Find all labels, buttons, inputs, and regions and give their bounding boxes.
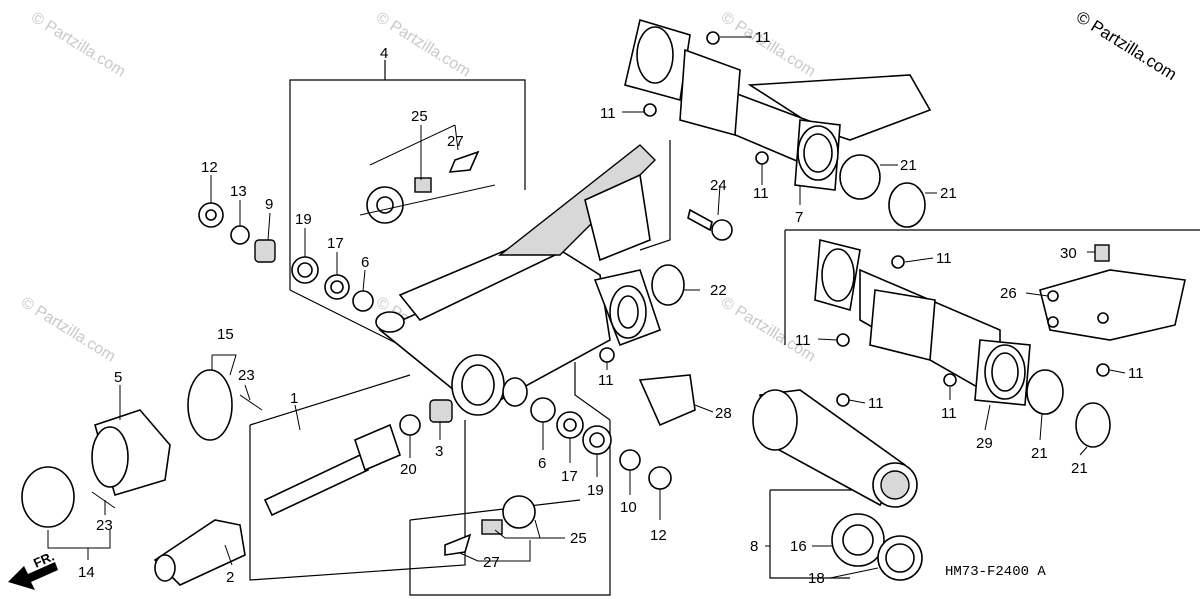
callout-19: 19 [295, 211, 312, 228]
watermark: © Partzilla.com [718, 294, 818, 366]
callout-13: 13 [230, 183, 247, 200]
callout-19: 19 [587, 482, 604, 499]
copyright-text: © Partzilla.com [1073, 7, 1180, 84]
callout-2: 2 [226, 569, 234, 586]
callout-10: 10 [620, 499, 637, 516]
callout-21: 21 [900, 157, 917, 174]
callout-6: 6 [361, 254, 369, 271]
callout-26: 26 [1000, 285, 1017, 302]
callout-14: 14 [78, 564, 95, 581]
callout-20: 20 [400, 461, 417, 478]
callout-18: 18 [808, 570, 825, 587]
callout-5: 5 [114, 369, 122, 386]
axle-housing-lower [814, 238, 1186, 406]
callout-6: 6 [538, 455, 546, 472]
front-arrow-icon: FR. [8, 549, 58, 590]
callout-11: 11 [1128, 365, 1144, 382]
callout-11: 11 [936, 250, 952, 267]
callout-15: 15 [217, 326, 234, 343]
callout-16: 16 [790, 538, 807, 555]
swingarm [375, 144, 662, 416]
watermark: © Partzilla.com [28, 9, 128, 81]
callout-21: 21 [1071, 460, 1088, 477]
callout-11: 11 [753, 185, 769, 202]
bracket-lower-group [409, 420, 611, 596]
callout-11: 11 [755, 29, 771, 46]
callout-11: 11 [868, 395, 884, 412]
callout-12: 12 [201, 159, 218, 176]
watermark: © Partzilla.com [18, 294, 118, 366]
callout-23: 23 [238, 367, 255, 384]
leader-lines [47, 36, 1126, 579]
callout-11: 11 [795, 332, 811, 349]
callout-28: 28 [715, 405, 732, 422]
callout-9: 9 [265, 196, 273, 213]
callout-27: 27 [447, 133, 464, 150]
callout-24: 24 [710, 177, 727, 194]
callout-25: 25 [411, 108, 428, 125]
callout-25: 25 [570, 530, 587, 547]
callout-22: 22 [710, 282, 727, 299]
callout-4: 4 [380, 45, 388, 62]
callout-30: 30 [1060, 245, 1077, 262]
callout-11: 11 [598, 372, 614, 389]
group-brackets [249, 60, 1200, 596]
callout-8: 8 [750, 538, 758, 555]
callout-17: 17 [561, 468, 578, 485]
callout-3: 3 [435, 443, 443, 460]
callout-29: 29 [976, 435, 993, 452]
o-rings [651, 154, 1111, 448]
callout-27: 27 [483, 554, 500, 571]
callout-21: 21 [940, 185, 957, 202]
callout-7: 7 [795, 209, 803, 226]
bracket-4 [289, 79, 526, 290]
callout-23: 23 [96, 517, 113, 534]
housing-8 [752, 389, 923, 581]
callout-labels: 4 25 27 12 13 9 19 17 6 24 22 11 11 11 7… [78, 29, 1144, 587]
callout-21: 21 [1031, 445, 1048, 462]
callout-1: 1 [290, 390, 298, 407]
axle-housing-upper [624, 18, 932, 191]
drive-shaft-assembly [21, 369, 401, 586]
bracket-1 [249, 420, 466, 581]
callout-12: 12 [650, 527, 667, 544]
small-parts [198, 31, 1110, 556]
callout-17: 17 [327, 235, 344, 252]
callout-11: 11 [941, 405, 957, 422]
callout-11: 11 [600, 105, 616, 122]
drawing-code: HM73-F2400 A [945, 564, 1046, 580]
